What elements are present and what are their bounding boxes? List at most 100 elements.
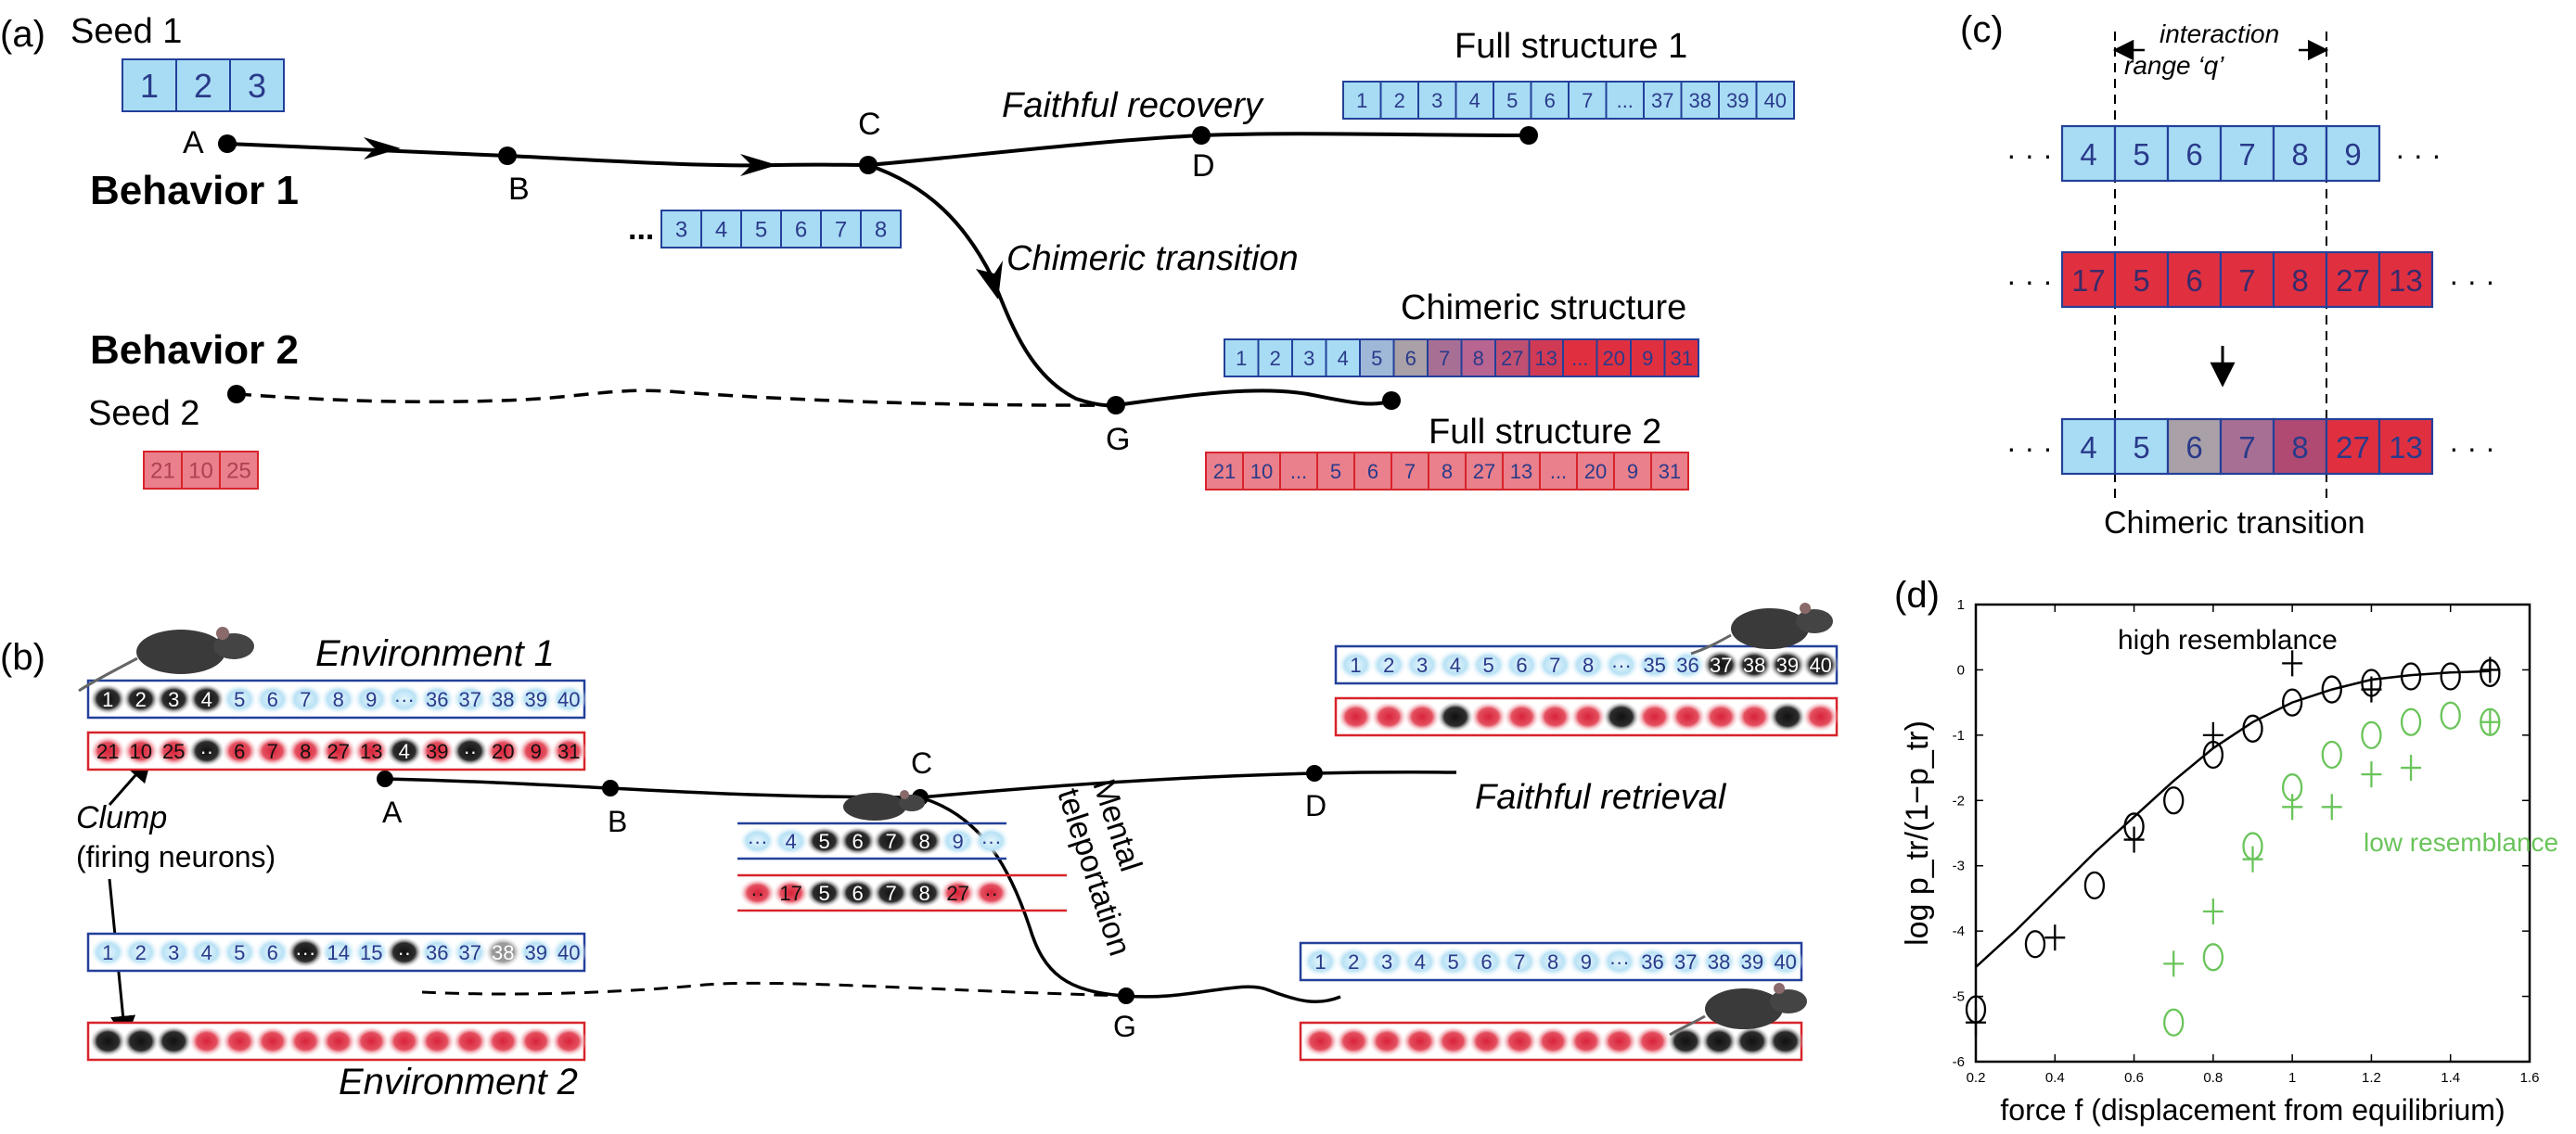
- neuron: [221, 937, 259, 968]
- cell-label: 2: [1270, 347, 1281, 370]
- neuron: [352, 683, 391, 715]
- rat-icon: [1690, 603, 1833, 656]
- neuron: [484, 735, 522, 767]
- firing-neuron: [839, 826, 877, 856]
- neuron-label: ··: [199, 740, 213, 763]
- node-label-d: D: [1192, 148, 1215, 184]
- neuron-label: 38: [1708, 950, 1730, 974]
- cell-label: 27: [2336, 430, 2370, 465]
- neuron-label: 3: [1381, 950, 1392, 974]
- neuron-label: 8: [918, 882, 929, 905]
- cell-label: 7: [2238, 263, 2255, 298]
- neuron: [939, 826, 977, 856]
- neuron-label: 39: [525, 941, 547, 964]
- sequence-cell: 9: [1630, 338, 1666, 377]
- neuron: [1337, 701, 1375, 733]
- neuron: [484, 1026, 522, 1057]
- neuron: [1436, 649, 1474, 681]
- neuron-label: 38: [1743, 654, 1765, 677]
- cell-label: 21: [150, 459, 175, 484]
- neuron: [287, 735, 325, 767]
- cell-label: 8: [2291, 430, 2308, 465]
- neuron-label: 36: [426, 688, 448, 711]
- data-point-circle: [2163, 1008, 2185, 1037]
- node-g: [1118, 987, 1134, 1004]
- firing-neuron: [385, 735, 423, 767]
- neuron: [253, 735, 291, 767]
- neuron: [972, 878, 1010, 908]
- sequence-cell: 21: [1205, 452, 1244, 491]
- sequence-cell: 2: [1379, 81, 1419, 120]
- neuron: [1634, 946, 1672, 977]
- neuron-label: 37: [459, 688, 481, 711]
- panel-label-b: (b): [0, 637, 45, 678]
- neuron-label: 8: [1547, 950, 1558, 974]
- cell-label: 1: [1236, 347, 1247, 370]
- ellipsis-right: · · ·: [2449, 431, 2495, 465]
- sequence-cell: 37: [1643, 81, 1683, 120]
- neuron: [451, 937, 489, 968]
- x-tick-label: 0.2: [1967, 1070, 1986, 1086]
- neuron: [253, 1026, 291, 1057]
- full-structure-2-label: Full structure 2: [1429, 413, 1661, 452]
- firing-neuron: [385, 937, 423, 968]
- node-b: [498, 147, 517, 165]
- data-point-plus: [2282, 650, 2303, 677]
- neuron: [1570, 649, 1608, 681]
- neuron-row: [86, 1021, 588, 1062]
- cell-label: 5: [2133, 263, 2149, 298]
- full-structure-1-label: Full structure 1: [1455, 27, 1687, 66]
- y-tick-label: -1: [1953, 728, 1965, 744]
- neuron-label: ···: [1609, 950, 1630, 974]
- cell-label: 6: [1544, 89, 1556, 112]
- plot-frame: [1974, 603, 2531, 1064]
- cell-label: 6: [2185, 430, 2202, 465]
- cell-label: 27: [1501, 347, 1523, 370]
- neuron: [1534, 1026, 1572, 1057]
- neuron: [187, 1026, 225, 1057]
- neuron: [550, 683, 588, 715]
- neuron-label: 39: [1741, 950, 1763, 974]
- y-tick-label: -3: [1953, 859, 1965, 874]
- cell-label: 4: [1469, 89, 1480, 112]
- neuron-label: 7: [885, 830, 896, 853]
- sequence-cell: 5: [1316, 452, 1355, 491]
- annotation-low-resemblance: low resemblance: [2364, 828, 2558, 857]
- sequence-cell: 7: [1568, 81, 1608, 120]
- neuron-label: 2: [1383, 654, 1394, 677]
- neuron: [772, 826, 810, 856]
- neuron-label: ··: [984, 882, 998, 905]
- data-point-plus: [2321, 794, 2342, 821]
- neuron: [352, 1026, 391, 1057]
- node-label-b: B: [608, 805, 627, 838]
- data-point-plus: [2282, 794, 2303, 821]
- neuron-label: 3: [168, 941, 179, 964]
- sequence-cell: 6: [1392, 338, 1429, 377]
- cell-label: 5: [1506, 89, 1518, 112]
- cell-label: 8: [875, 218, 887, 243]
- sequence-cell: 3: [660, 210, 702, 248]
- neuron: [1736, 701, 1774, 733]
- panel-label-a: (a): [0, 14, 45, 55]
- neuron: [319, 1026, 357, 1057]
- sequence-cell: ...: [1605, 81, 1645, 120]
- neuron-label: 36: [1641, 950, 1663, 974]
- cell-label: 1: [1356, 89, 1367, 112]
- neuron-label: 5: [1483, 654, 1494, 677]
- neuron: [1337, 649, 1375, 681]
- neuron-label: 35: [1643, 654, 1665, 677]
- cell-label: 5: [2133, 137, 2149, 172]
- neuron: [1733, 946, 1771, 977]
- neuron: [517, 1026, 555, 1057]
- neuron: [1301, 1026, 1339, 1057]
- neuron-label: 6: [1480, 950, 1492, 974]
- neuron: [1434, 1026, 1472, 1057]
- neuron: [221, 683, 259, 715]
- sequence-cell: 21: [143, 451, 183, 490]
- neuron-label: 9: [531, 740, 542, 763]
- sequence-cell: 20: [1596, 338, 1632, 377]
